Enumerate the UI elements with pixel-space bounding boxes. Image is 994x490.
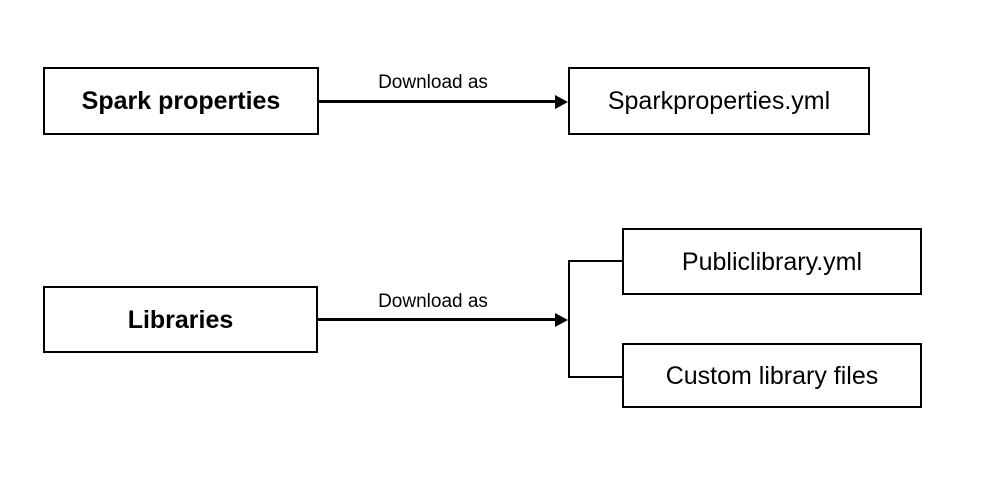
arrow-line-libraries: [316, 318, 556, 321]
node-spark-properties: Spark properties: [43, 67, 319, 135]
node-custom-library-files-label: Custom library files: [665, 361, 879, 390]
node-publiclibrary-yml-label: Publiclibrary.yml: [681, 247, 863, 276]
arrowhead-icon-spark: [555, 95, 568, 109]
node-sparkproperties-yml-label: Sparkproperties.yml: [607, 87, 831, 115]
branch-connector-bottom-stub: [568, 376, 622, 378]
arrowhead-icon-libraries: [555, 313, 568, 327]
node-libraries-label: Libraries: [127, 305, 234, 334]
edge-label-download-as-bottom: Download as: [378, 291, 488, 312]
node-sparkproperties-yml: Sparkproperties.yml: [568, 67, 870, 135]
node-libraries: Libraries: [43, 286, 318, 353]
node-publiclibrary-yml: Publiclibrary.yml: [622, 228, 922, 295]
branch-connector-vertical: [568, 260, 570, 378]
branch-connector-top-stub: [568, 260, 622, 262]
node-spark-properties-label: Spark properties: [81, 87, 281, 115]
edge-label-download-as-top: Download as: [378, 72, 488, 93]
node-custom-library-files: Custom library files: [622, 343, 922, 408]
arrow-line-spark: [317, 100, 556, 103]
